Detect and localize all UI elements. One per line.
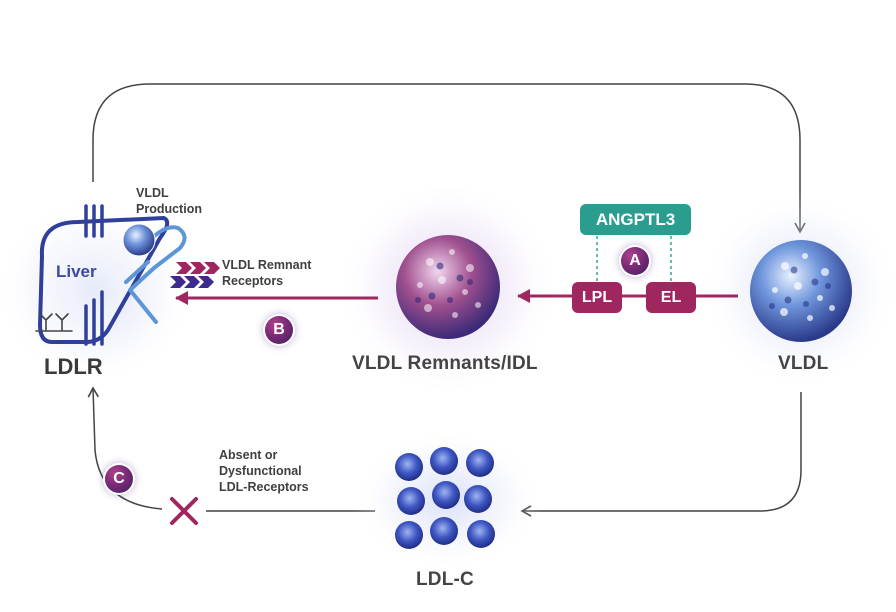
- badge-a: A: [621, 247, 649, 275]
- el-tag: EL: [646, 282, 696, 313]
- badge-b: B: [265, 316, 293, 344]
- remnant-receptors-label: VLDL Remnant Receptors: [222, 258, 312, 288]
- vldl-particle: [750, 240, 852, 342]
- vldl-label: VLDL: [778, 353, 829, 374]
- lpl-tag: LPL: [572, 282, 622, 313]
- remnant-receptor-chevrons: [170, 262, 220, 288]
- ldl-particles: [395, 447, 495, 549]
- flow-line-top: [92, 83, 806, 234]
- liver-label: Liver: [56, 262, 97, 281]
- flow-line-right: [520, 392, 802, 517]
- blocked-x-icon: [170, 497, 198, 525]
- flow-line-left: [87, 386, 163, 510]
- angptl3-chain: [596, 236, 672, 283]
- vldl-remnant-particle: [396, 235, 500, 339]
- remnants-label: VLDL Remnants/IDL: [352, 353, 538, 374]
- badge-c: C: [105, 465, 133, 493]
- ldlr-label: LDLR: [44, 354, 103, 379]
- liver-icon: [35, 204, 187, 346]
- absent-receptors-label: Absent or Dysfunctional LDL-Receptors: [219, 448, 309, 494]
- ldlc-label: LDL-C: [416, 569, 474, 590]
- vldl-production-label: VLDL Production: [136, 186, 202, 216]
- angptl3-tag: ANGPTL3: [580, 204, 691, 235]
